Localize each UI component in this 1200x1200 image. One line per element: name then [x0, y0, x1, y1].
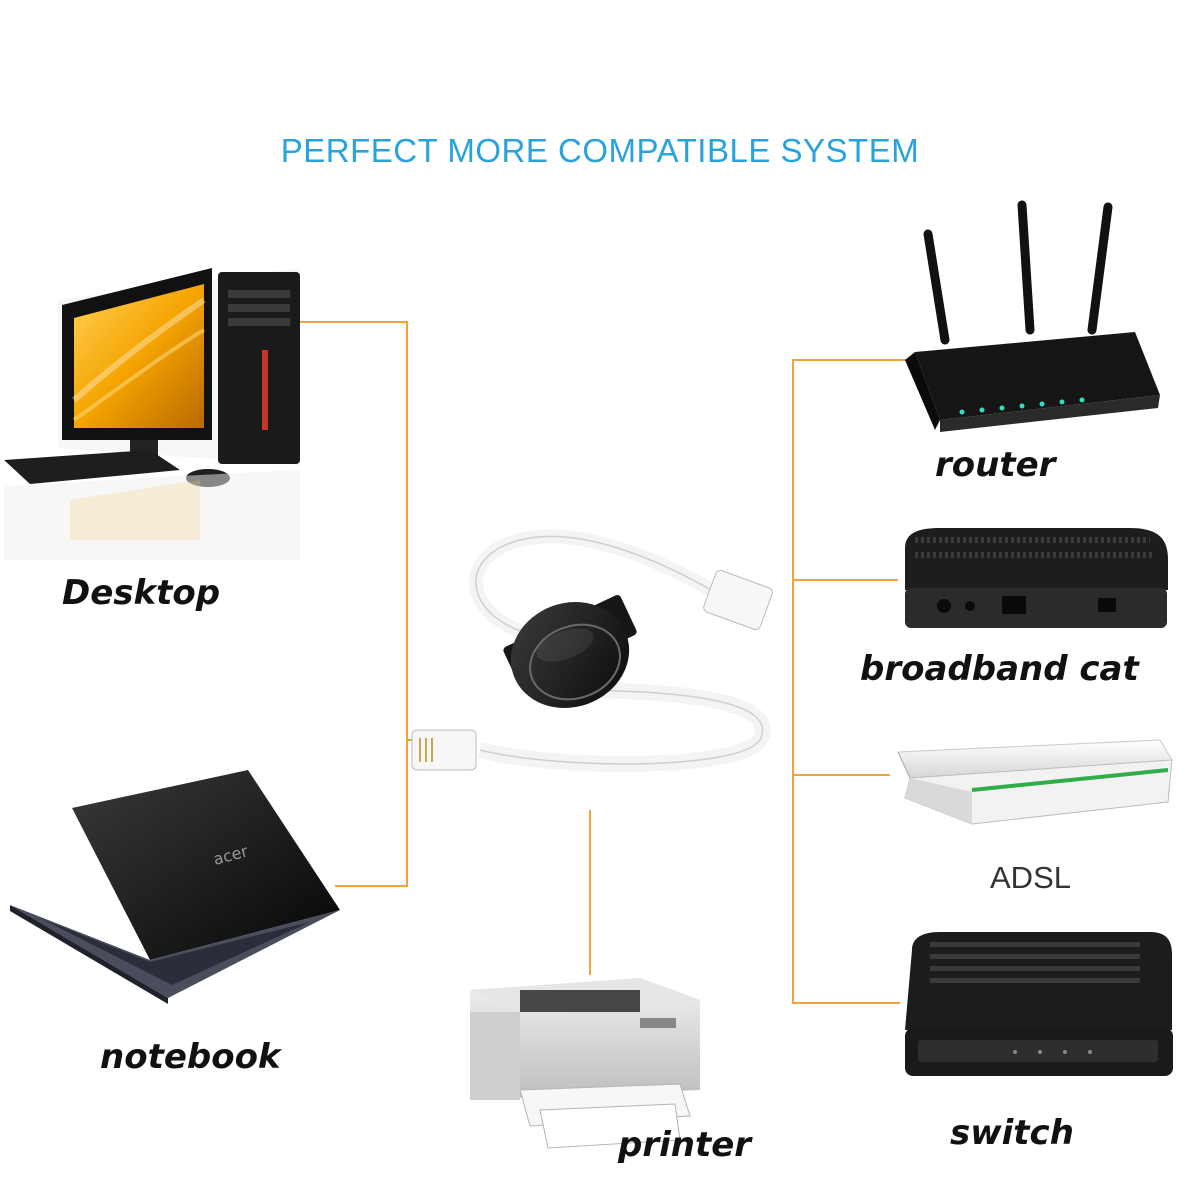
laser-printer-icon: [470, 978, 700, 1149]
modem-icon: [905, 528, 1168, 628]
pc-tower: [218, 272, 300, 464]
router-leds: [959, 397, 1085, 415]
antenna-right: [1087, 202, 1113, 335]
network-switch-icon: [905, 932, 1173, 1076]
rj45-plug-left: [411, 729, 477, 771]
wifi-router-icon: [905, 200, 1160, 432]
broadband-label: broadband cat: [860, 649, 1141, 689]
laptop-icon: acer: [10, 770, 340, 1004]
monitor-screen: [74, 284, 204, 428]
adsl-label: ADSL: [990, 860, 1071, 895]
rj45-plug-right: [703, 569, 773, 631]
antenna-left: [923, 229, 950, 345]
printer-label: printer: [617, 1125, 753, 1165]
page-title: PERFECT MORE COMPATIBLE SYSTEM: [280, 132, 920, 169]
desktop-label: Desktop: [62, 573, 220, 613]
adsl-modem-icon: [897, 739, 1173, 825]
notebook-label: notebook: [100, 1037, 283, 1077]
desktop-connector-line: [300, 321, 408, 887]
antenna-middle: [1017, 200, 1035, 335]
keyboard: [4, 450, 180, 484]
retractable-ethernet-cable-icon: [411, 529, 773, 772]
desktop-computer-icon: [4, 268, 300, 560]
switch-label: switch: [950, 1113, 1074, 1153]
right-bus-line: [792, 359, 915, 1004]
router-label: router: [935, 445, 1058, 485]
connector-lines: [300, 321, 915, 1004]
laptop-lid: [72, 770, 340, 960]
